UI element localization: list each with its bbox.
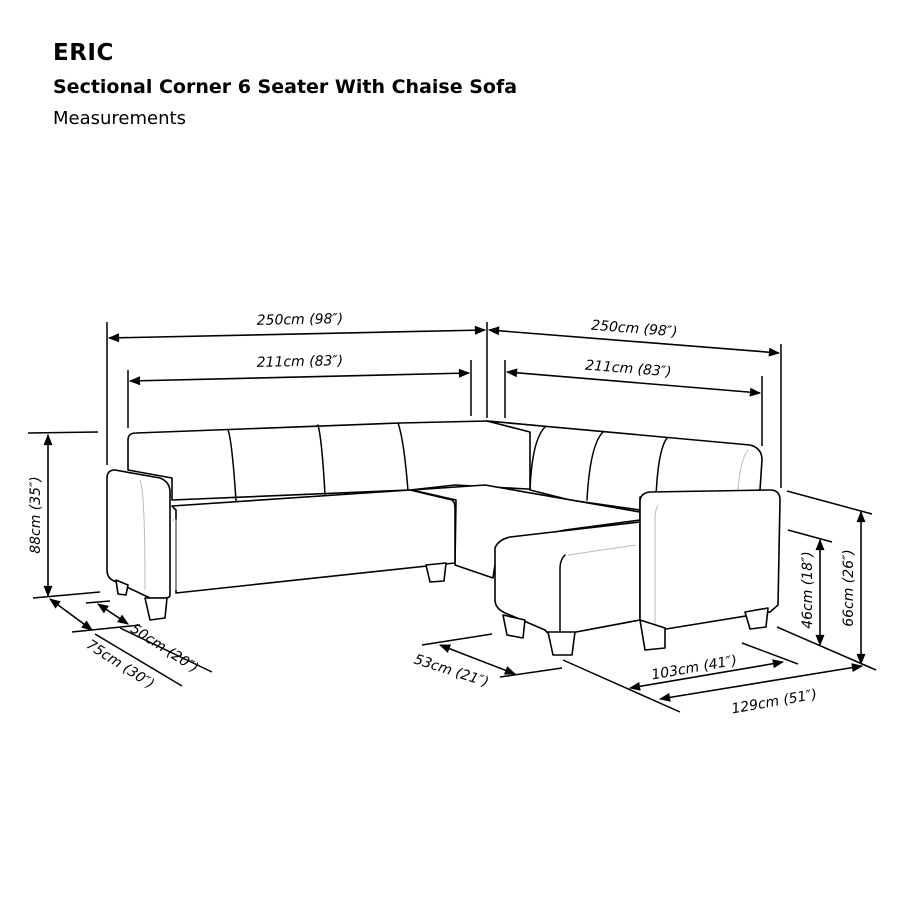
- left-backrest: [127, 420, 546, 501]
- brand-title: ERIC: [53, 40, 114, 66]
- overall-height-label: 88cm (35″): [28, 476, 44, 554]
- left-overall-width-label: 250cm (98″): [257, 311, 344, 329]
- chaise-inner-length-label: 103cm (41″): [650, 653, 738, 684]
- overall-height-dimension: 88cm (35″): [27, 431, 101, 599]
- seat-height-label: 46cm (18″): [800, 551, 816, 629]
- seat-height-dimension: 46cm (18″): [787, 529, 833, 647]
- left-overall-width-dimension: 250cm (98″): [106, 311, 488, 465]
- right-inner-width-label: 211cm (83″): [585, 358, 672, 381]
- chaise-overall-length-label: 129cm (51″): [730, 687, 818, 718]
- measurements-caption: Measurements: [53, 108, 186, 129]
- right-overall-width-label: 250cm (98″): [591, 318, 678, 341]
- right-back-leg: [744, 607, 769, 630]
- left-front-leg: [144, 597, 168, 621]
- right-inner-width-dimension: 211cm (83″): [504, 358, 763, 446]
- right-arm: [639, 489, 781, 631]
- left-seat-leg: [425, 562, 447, 583]
- left-inner-width-dimension: 211cm (83″): [127, 353, 472, 428]
- sofa-illustration: [106, 420, 781, 656]
- chaise-width-label: 53cm (21″): [412, 652, 491, 691]
- left-arm: [106, 469, 171, 599]
- left-back-leg: [115, 579, 129, 596]
- left-seat: [171, 489, 456, 594]
- arm-height-dimension: 66cm (26″): [786, 490, 873, 666]
- chaise-front-leg-2: [547, 631, 576, 656]
- chaise-width-dimension: 53cm (21″): [412, 633, 563, 691]
- product-title: Sectional Corner 6 Seater With Chaise So…: [53, 76, 518, 98]
- right-overall-width-dimension: 250cm (98″): [487, 318, 782, 488]
- left-inner-width-label: 211cm (83″): [257, 353, 344, 371]
- arm-height-label: 66cm (26″): [841, 549, 857, 627]
- chaise-front-leg-1: [502, 614, 526, 639]
- right-front-leg: [639, 619, 666, 651]
